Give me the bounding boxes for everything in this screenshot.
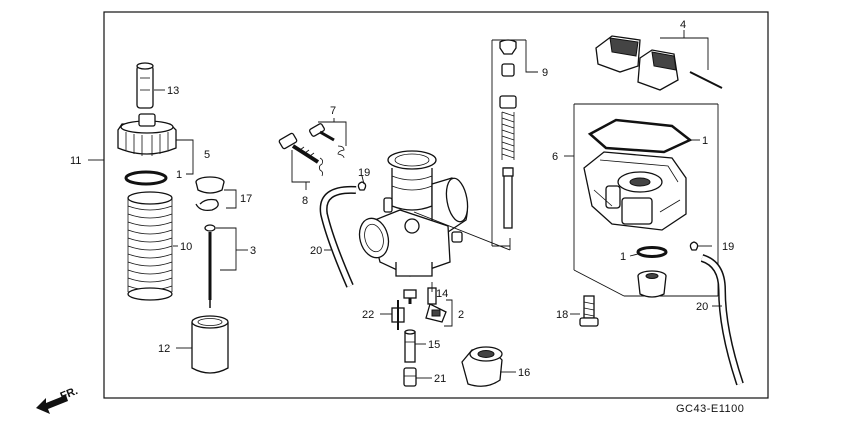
part-20-overflow-tube-right (700, 254, 744, 386)
callout-3: 3 (250, 245, 256, 257)
callout-7: 7 (330, 105, 336, 117)
callout-4: 4 (680, 19, 686, 31)
part-21-needle-jet-holder (403, 367, 417, 387)
part-drain-plug (637, 270, 667, 298)
part-1-cap-gasket (124, 170, 168, 186)
front-direction-arrow-icon (36, 395, 68, 414)
part-18-drain-screw (579, 295, 599, 327)
part-1-drain-gasket (636, 246, 668, 258)
part-20-overflow-tube-left (319, 185, 357, 288)
callout-1-cap-gasket: 1 (176, 169, 182, 181)
part-10-throttle-spring (127, 191, 173, 301)
callout-15: 15 (428, 339, 440, 351)
callout-19-right: 19 (722, 241, 734, 253)
part-22-slow-jet (391, 300, 405, 330)
callout-18: 18 (556, 309, 568, 321)
diagram-frame (103, 11, 769, 399)
part-3-jet-needle (204, 224, 216, 308)
front-marker-label: FR. (59, 385, 80, 403)
callout-22: 22 (362, 309, 374, 321)
callout-17: 17 (240, 193, 252, 205)
callout-12: 12 (158, 343, 170, 355)
part-5-top-cap (117, 113, 177, 156)
part-15-needle-jet (404, 329, 416, 363)
part-1-float-bowl-gasket (587, 118, 693, 154)
part-19-hose-clip-left (357, 181, 367, 191)
part-6-float-chamber (583, 151, 687, 231)
callout-11: 11 (70, 155, 81, 167)
part-9-starter-plunger (499, 39, 517, 229)
part-13-cap-boot (136, 62, 154, 109)
part-4-float (595, 35, 723, 91)
part-7-pilot-screw (309, 123, 345, 159)
callout-20-right: 20 (696, 301, 708, 313)
part-17-needle-retainer (195, 176, 225, 212)
callout-2: 2 (458, 309, 464, 321)
carburetor-body (358, 150, 469, 277)
callout-16: 16 (518, 367, 530, 379)
callout-20-left: 20 (310, 245, 322, 257)
callout-19-left: 19 (358, 167, 370, 179)
callout-10: 10 (180, 241, 192, 253)
part-19-hose-clip-right (689, 241, 699, 251)
callout-9: 9 (542, 67, 548, 79)
callout-21: 21 (434, 373, 446, 385)
diagram-code: GC43-E1100 (676, 403, 744, 415)
part-12-throttle-valve (191, 315, 229, 374)
part-8-idle-screw (278, 132, 324, 177)
part-16-float-bowl-cap (461, 346, 503, 387)
part-14-main-jet (403, 289, 417, 304)
callout-6: 6 (552, 151, 558, 163)
callout-1-drain-gasket: 1 (620, 251, 626, 263)
part-2-float-valve (425, 287, 447, 323)
callout-13: 13 (167, 85, 179, 97)
callout-8: 8 (302, 195, 308, 207)
callout-5: 5 (204, 149, 210, 161)
callout-1-float-gasket: 1 (702, 135, 708, 147)
callout-14: 14 (436, 288, 448, 300)
